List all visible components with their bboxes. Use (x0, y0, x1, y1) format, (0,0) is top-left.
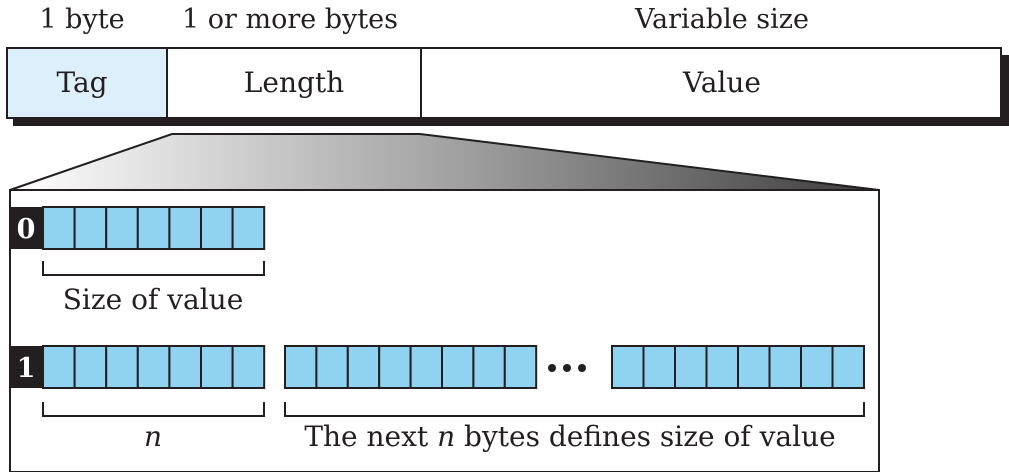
length-field (166, 47, 422, 119)
n-brace-label: n (144, 420, 162, 453)
bit-cell (73, 206, 108, 250)
bit-cell (200, 206, 234, 250)
short-form-flag-bit (10, 207, 42, 249)
bit-cell (346, 345, 381, 389)
bit-cell (674, 345, 708, 389)
bit-cell (503, 345, 538, 389)
size-bytes-label-n: n (437, 420, 455, 453)
bit-cell (737, 345, 771, 389)
bit-cell (231, 206, 266, 250)
zoom-funnel (9, 133, 880, 191)
value-field-label: Value (682, 66, 761, 99)
bit-cell (231, 345, 266, 389)
size-bytes-brace (284, 402, 865, 417)
bit-cell (472, 345, 506, 389)
bit-cell (168, 206, 202, 250)
bit-cell (800, 345, 834, 389)
long-form-flag-label: 1 (17, 353, 36, 384)
bit-cell (105, 206, 139, 250)
short-form-brace (42, 261, 265, 276)
bit-cell (642, 345, 676, 389)
length-field-label: Length (244, 66, 344, 99)
bit-cell (831, 345, 865, 389)
bit-cell (409, 345, 444, 389)
bit-cell (136, 206, 171, 250)
tlv-record: Tag Length Value (6, 47, 1009, 126)
ellipsis-dot (548, 364, 556, 372)
bit-cell (315, 345, 349, 389)
value-size-label: Variable size (634, 4, 809, 35)
long-form-length-bits (42, 345, 266, 389)
ellipsis-dot (578, 364, 586, 372)
tag-size-label: 1 byte (39, 4, 124, 35)
short-form-row: 0 Size of value (10, 206, 266, 316)
long-form-flag-bit (10, 346, 42, 388)
n-brace (42, 402, 265, 417)
size-bytes-label-pre: The next (304, 420, 437, 453)
short-form-bit-cells (42, 206, 266, 250)
bit-cell (611, 345, 645, 389)
long-form-last-size-byte (611, 345, 865, 389)
tag-field-label: Tag (56, 66, 107, 99)
bit-cell (705, 345, 739, 389)
ellipsis-dot (563, 364, 571, 372)
long-form-row: 1 n The next n bytes defines size of val… (10, 345, 865, 453)
length-size-label: 1 or more bytes (182, 4, 398, 35)
bit-cell (42, 206, 76, 250)
bit-cell (768, 345, 802, 389)
size-bytes-label-post: bytes defines size of value (455, 420, 836, 453)
bit-cell (284, 345, 318, 389)
short-form-flag-label: 0 (17, 214, 36, 245)
size-bytes-brace-label: The next n bytes defines size of value (304, 420, 835, 453)
bit-cell (73, 345, 108, 389)
long-form-first-size-byte (284, 345, 538, 389)
bit-cell (200, 345, 234, 389)
bit-cell (105, 345, 139, 389)
short-form-brace-label: Size of value (63, 283, 244, 316)
ellipsis-dots (548, 364, 586, 372)
bit-cell (441, 345, 475, 389)
tag-field (6, 47, 168, 119)
bit-cell (168, 345, 202, 389)
bit-cell (378, 345, 412, 389)
bit-cell (136, 345, 171, 389)
bit-cell (42, 345, 76, 389)
value-field (420, 47, 1002, 119)
